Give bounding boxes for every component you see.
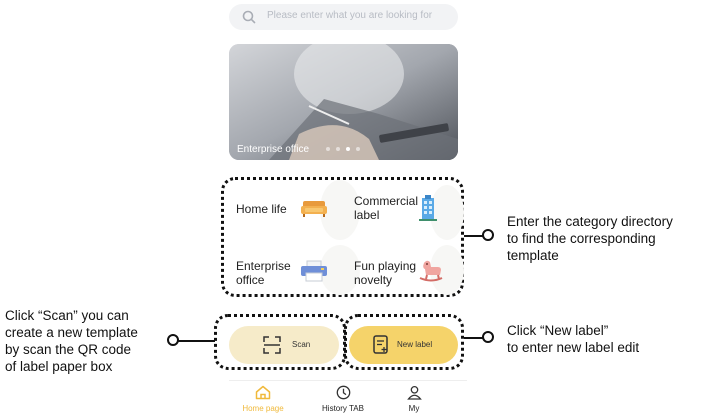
category-label: novelty	[354, 273, 393, 287]
new-label-icon	[373, 335, 388, 354]
annotation-line: of label paper box	[5, 359, 113, 374]
category-connector-dot	[482, 229, 494, 241]
scan-icon	[263, 336, 281, 354]
building-icon	[419, 195, 437, 221]
clock-icon	[336, 385, 350, 400]
tab-my[interactable]: My	[399, 385, 429, 413]
scan-button[interactable]: Scan	[229, 326, 339, 364]
new-label-connector-line	[464, 337, 484, 339]
annotation-line: by scan the QR code	[5, 342, 132, 357]
annotation-line: to find the corresponding	[507, 231, 656, 246]
bottom-tabbar: Home page History TAB My	[229, 380, 467, 413]
category-label: Fun playing	[354, 259, 417, 273]
annotation-line: template	[507, 248, 559, 263]
category-home-life[interactable]: Home life	[236, 202, 287, 216]
category-label: Commercial	[354, 194, 419, 208]
carousel-dot[interactable]	[336, 147, 340, 151]
search-bar[interactable]: Please enter what you are looking for	[229, 4, 458, 30]
tab-history[interactable]: History TAB	[317, 385, 369, 413]
tab-label: My	[408, 404, 420, 413]
annotation-line: Enter the category directory	[507, 214, 673, 229]
card-bg-shape	[430, 185, 464, 240]
scan-annotation: Click “Scan” you can create a new templa…	[5, 307, 138, 375]
scan-button-label: Scan	[292, 340, 311, 349]
category-annotation: Enter the category directory to find the…	[507, 213, 673, 264]
tab-label: History TAB	[322, 404, 364, 413]
carousel-dot[interactable]	[356, 147, 360, 151]
banner-image	[229, 44, 458, 160]
search-placeholder: Please enter what you are looking for	[267, 10, 433, 21]
category-commercial-label[interactable]: Commercial label	[354, 194, 418, 222]
tab-home-page[interactable]: Home page	[237, 385, 289, 413]
printer-icon	[301, 260, 327, 282]
category-enterprise-office[interactable]: Enterprise office	[236, 259, 291, 287]
sofa-icon	[301, 201, 327, 217]
scan-connector-line	[178, 340, 215, 342]
category-label: office	[236, 273, 265, 287]
home-icon	[255, 385, 271, 400]
category-label: Home life	[236, 202, 287, 216]
annotation-line: Click “New label”	[507, 323, 609, 338]
rocking-horse-icon	[419, 260, 443, 282]
search-icon	[242, 10, 256, 24]
carousel-dots[interactable]	[326, 147, 360, 151]
category-label: Enterprise	[236, 259, 291, 273]
category-fun-playing-novelty[interactable]: Fun playing novelty	[354, 259, 416, 287]
new-label-highlight-box	[344, 314, 464, 370]
annotation-line: to enter new label edit	[507, 340, 640, 355]
annotation-line: create a new template	[5, 325, 138, 340]
new-label-connector-dot	[482, 331, 494, 343]
banner-carousel[interactable]: Enterprise office	[229, 44, 458, 160]
category-connector-line	[464, 235, 484, 237]
new-label-annotation: Click “New label” to enter new label edi…	[507, 322, 639, 356]
tab-label: Home page	[242, 404, 284, 413]
banner-caption: Enterprise office	[237, 144, 310, 155]
carousel-dot[interactable]	[326, 147, 330, 151]
new-label-button[interactable]: New label	[349, 326, 458, 364]
category-highlight-box	[221, 177, 464, 297]
user-icon	[406, 385, 422, 400]
new-label-button-label: New label	[397, 340, 433, 349]
annotation-line: Click “Scan” you can	[5, 308, 129, 323]
carousel-dot-active[interactable]	[346, 147, 350, 151]
category-label: label	[354, 208, 380, 222]
